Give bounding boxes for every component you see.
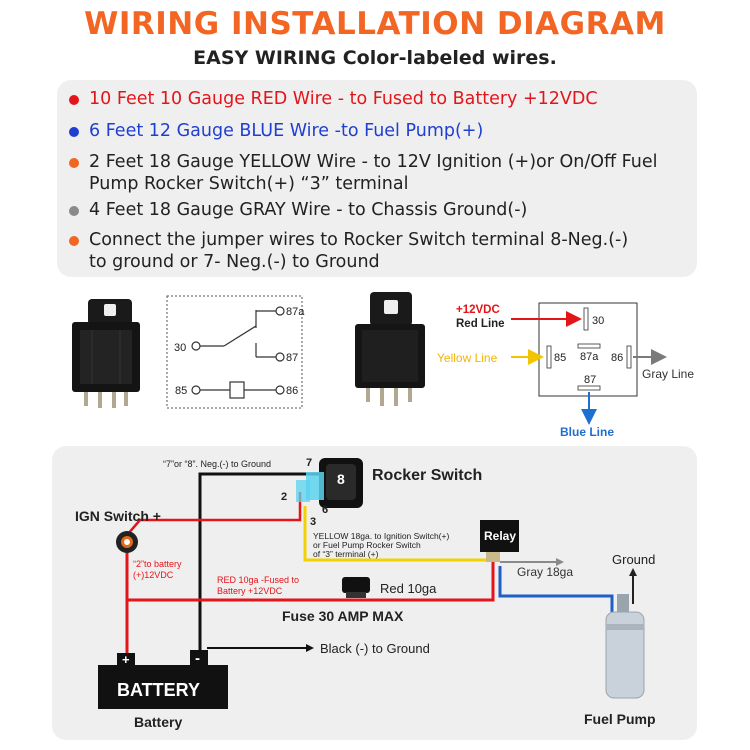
wire-list-item-red: 10 Feet 10 Gauge RED Wire - to Fused to … (69, 88, 598, 110)
battery-note-1: “2”to battery (133, 559, 182, 569)
yellow-note-1: YELLOW 18ga. to Ignition Switch(+) (313, 531, 449, 541)
schematic-pin-86: 86 (286, 385, 298, 397)
yellow-note-2: or Fuel Pump Rocker Switch (313, 540, 421, 550)
schematic-pin-87: 87 (286, 352, 298, 364)
rocker-switch-icon (296, 458, 363, 508)
black-wire (198, 472, 343, 660)
wire-list-item-text: 4 Feet 18 Gauge GRAY Wire - to Chassis G… (89, 200, 528, 220)
fuel-pump-label: Fuel Pump (584, 711, 656, 727)
battery-plus-label: + (122, 652, 130, 667)
schematic-pin-85: 85 (175, 385, 187, 397)
gray-bullet-icon (69, 206, 79, 216)
battery-box-label: BATTERY (117, 680, 200, 700)
rocker-button-label: 8 (337, 471, 345, 487)
fuse-icon (342, 577, 370, 593)
black-ground-label: Black (-) to Ground (320, 641, 430, 656)
red-wire-switch (126, 492, 302, 536)
wire-list-panel: 10 Feet 10 Gauge RED Wire - to Fused to … (57, 80, 697, 277)
label-blue-line: Blue Line (560, 425, 614, 439)
red-note-1: RED 10ga -Fused to (217, 575, 299, 585)
relay-box (480, 520, 519, 552)
label-gray-line: Gray Line (642, 367, 694, 381)
ground-note: “7”or “8”. Neg.(-) to Ground (163, 459, 271, 469)
red-10ga-label: Red 10ga (380, 581, 437, 596)
gray-18ga-label: Gray 18ga (517, 565, 573, 579)
wire-list-item-jumper: Connect the jumper wires to Rocker Switc… (69, 229, 628, 273)
wire-list-item-text: Connect the jumper wires to Rocker Switc… (89, 230, 629, 250)
pinout-pin-87: 87 (584, 374, 596, 386)
terminal-3: 3 (310, 516, 316, 528)
page-title: WIRING INSTALLATION DIAGRAM (84, 6, 666, 42)
label-red-line: Red Line (456, 318, 505, 330)
wire-list-item-gray: 4 Feet 18 Gauge GRAY Wire - to Chassis G… (69, 199, 527, 221)
yellow-wire (303, 506, 487, 562)
wire-list-item-blue: 6 Feet 12 Gauge BLUE Wire -to Fuel Pump(… (69, 120, 483, 142)
fuse-label: Fuse 30 AMP MAX (282, 608, 404, 624)
red-bullet-icon (69, 95, 79, 105)
orange-bullet-icon (69, 158, 79, 168)
ign-switch-label: IGN Switch + (75, 508, 161, 524)
red-wire-fused (127, 562, 495, 602)
pinout-pin-86: 86 (611, 352, 623, 364)
wire-list-item-text: 6 Feet 12 Gauge BLUE Wire -to Fuel Pump(… (89, 121, 484, 141)
relay-photo-icon (72, 299, 140, 408)
ground-label: Ground (612, 552, 655, 567)
wire-list-item-text-line2: Pump Rocker Switch(+) “3” terminal (89, 174, 409, 194)
battery-minus-label: - (195, 650, 200, 667)
page-subtitle: EASY WIRING Color-labeled wires. (193, 47, 557, 69)
relay-label: Relay (484, 529, 516, 543)
pinout-pin-85: 85 (554, 352, 566, 364)
battery-icon (98, 665, 228, 709)
schematic-pin-30: 30 (174, 342, 186, 354)
fuel-pump-icon (605, 594, 645, 699)
terminal-7: 7 (306, 457, 312, 469)
label-12vdc: +12VDC (456, 304, 500, 316)
wire-list-item-text: 10 Feet 10 Gauge RED Wire - to Fused to … (89, 89, 598, 109)
label-yellow-line: Yellow Line (437, 351, 498, 365)
blue-wire (498, 566, 614, 612)
relay-schematic: 30 87a 87 85 86 (166, 295, 305, 409)
battery-caption: Battery (134, 714, 182, 730)
pinout-pin-87a: 87a (580, 351, 599, 363)
relay-pinout: 30 85 87a 86 87 +12VDC Red Line Yellow L… (437, 302, 694, 439)
schematic-pin-87a: 87a (286, 306, 305, 318)
yellow-note-3: of “3” terminal (+) (313, 549, 379, 559)
wire-list-item-yellow: 2 Feet 18 Gauge YELLOW Wire - to 12V Ign… (69, 151, 657, 195)
wire-list-item-text-line2: to ground or 7- Neg.(-) to Ground (89, 252, 380, 272)
terminal-2: 2 (281, 491, 287, 503)
battery-note-2: (+)12VDC (133, 570, 174, 580)
rocker-switch-label: Rocker Switch (372, 467, 482, 484)
relay-photo-icon (355, 292, 425, 406)
wire-list-item-text: 2 Feet 18 Gauge YELLOW Wire - to 12V Ign… (89, 152, 658, 172)
orange-bullet-icon (69, 236, 79, 246)
terminal-6: 6 (322, 504, 328, 516)
pinout-pin-30: 30 (592, 315, 604, 327)
red-note-2: Battery +12VDC (217, 586, 283, 596)
blue-bullet-icon (69, 127, 79, 137)
